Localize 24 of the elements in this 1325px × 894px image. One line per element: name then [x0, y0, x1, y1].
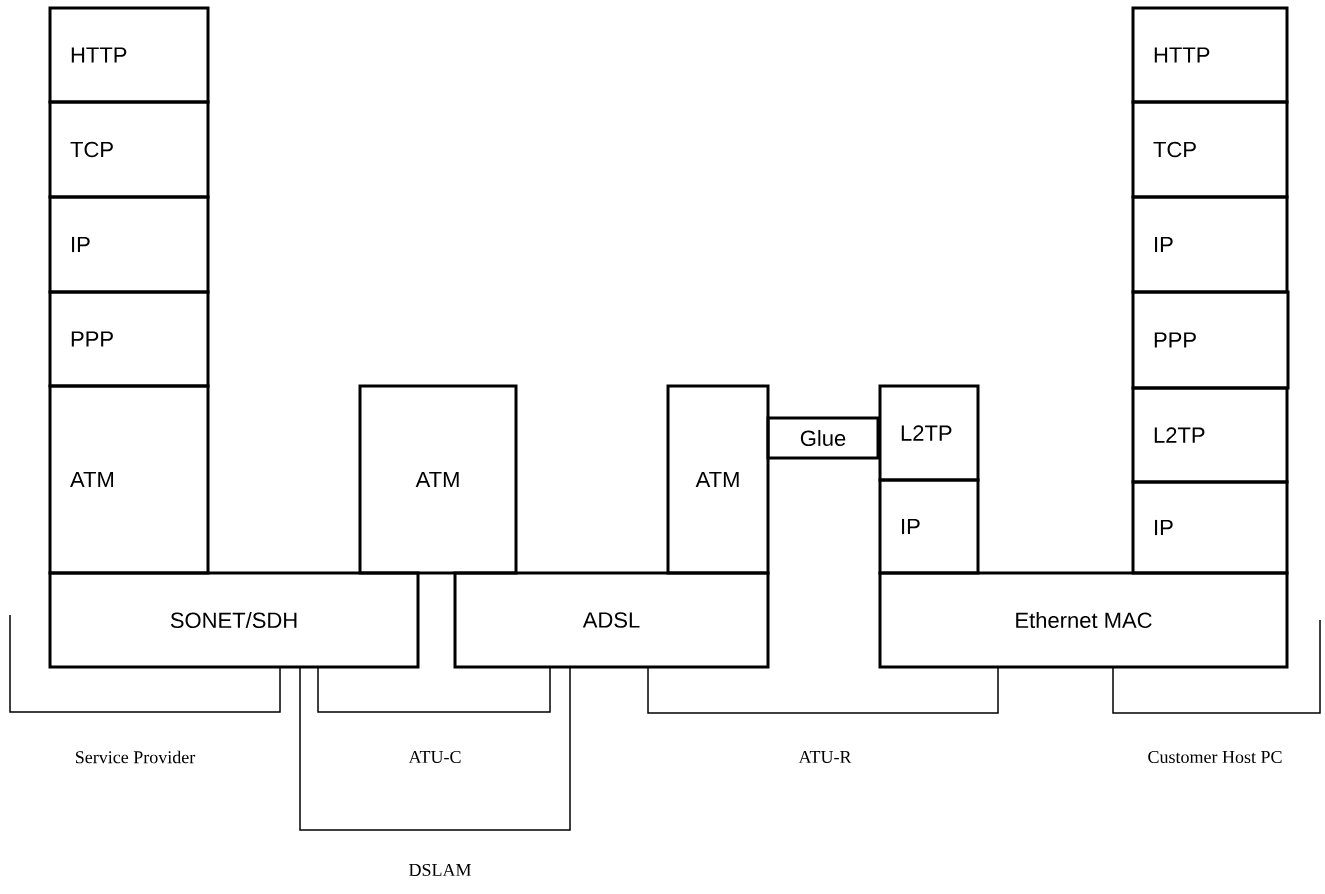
layer-box: IP — [1131, 480, 1289, 575]
layer-box: ATM — [358, 384, 518, 575]
layer-box: Ethernet MAC — [878, 571, 1289, 669]
layer-box: PPP — [1131, 290, 1290, 390]
bracket-label: ATU-C — [408, 750, 461, 764]
layer-box: HTTP — [48, 6, 210, 104]
layer-box: Glue — [766, 416, 880, 460]
layer-box: L2TP — [1131, 386, 1289, 484]
bracket-label: DSLAM — [409, 863, 471, 877]
layer-box: TCP — [1131, 100, 1289, 199]
layer-box: ATM — [48, 384, 210, 575]
layer-box: ATM — [666, 384, 770, 575]
layer-box: ADSL — [453, 571, 770, 669]
bracket-label: Customer Host PC — [1148, 750, 1282, 764]
layer-box: HTTP — [1131, 6, 1289, 104]
bracket-label: Service Provider — [76, 750, 196, 764]
layer-box: SONET/SDH — [48, 571, 420, 669]
layer-box: IP — [48, 195, 210, 294]
layer-box: IP — [878, 478, 980, 575]
layer-box: L2TP — [878, 384, 980, 482]
layer-box: TCP — [48, 100, 210, 199]
layer-box: PPP — [48, 290, 210, 388]
layer-box: IP — [1131, 195, 1289, 294]
bracket-label: ATU-R — [798, 750, 852, 763]
